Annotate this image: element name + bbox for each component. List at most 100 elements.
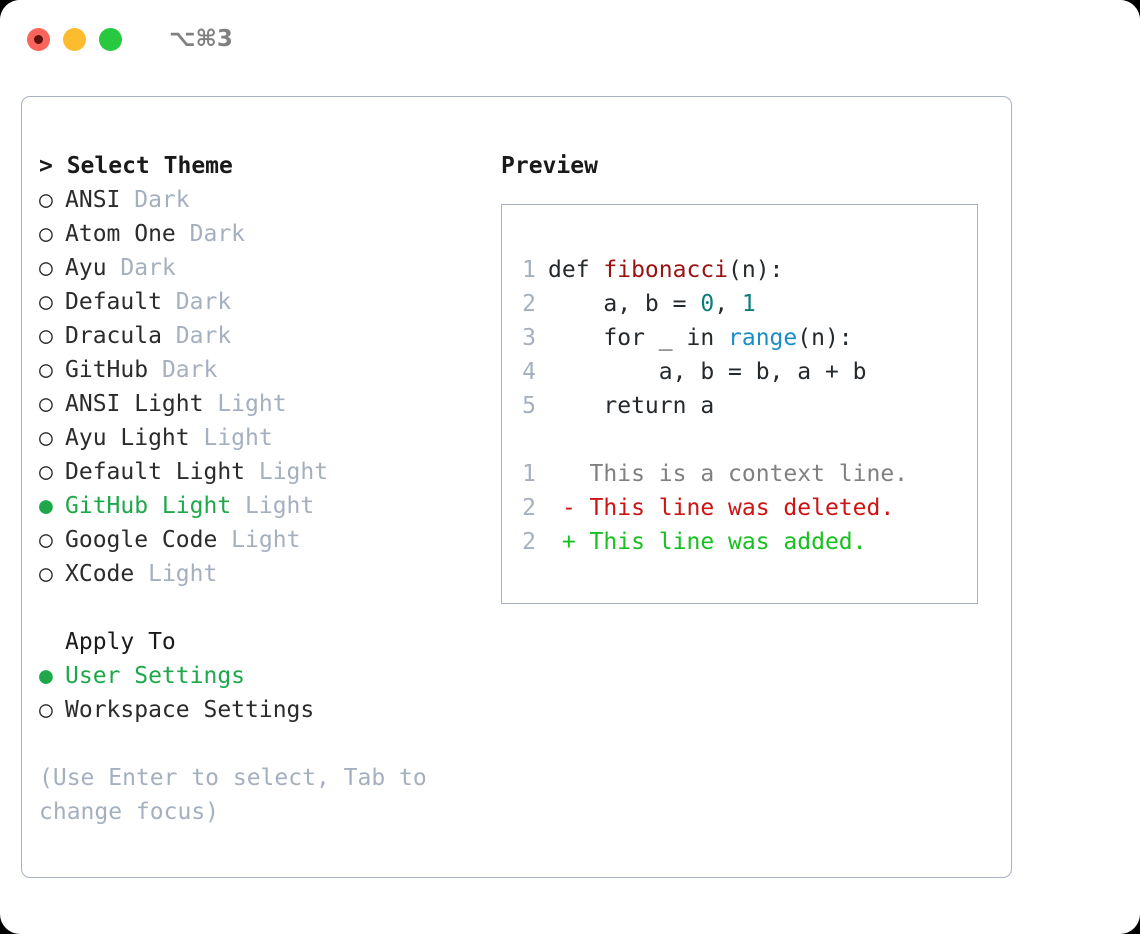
theme-option-label: ANSI bbox=[65, 187, 121, 213]
code-token: 0 bbox=[700, 291, 715, 317]
theme-option-label: Atom One bbox=[65, 221, 176, 247]
theme-option-kind: Light bbox=[203, 391, 287, 417]
diff-line-add: 2 + This line was added. bbox=[522, 525, 908, 559]
code-token: fibonacci bbox=[603, 257, 729, 283]
theme-option-kind: Light bbox=[217, 527, 301, 553]
theme-picker-column: > Select Theme ○ANSI Dark○Atom One Dark○… bbox=[39, 149, 479, 829]
theme-option-default-light[interactable]: ○ Default Light Light bbox=[39, 455, 479, 489]
diff-marker bbox=[548, 461, 590, 487]
theme-option-kind: Dark bbox=[148, 357, 218, 383]
close-dot-icon bbox=[34, 34, 43, 44]
theme-option-kind: Light bbox=[231, 493, 315, 519]
theme-option-kind: Dark bbox=[106, 255, 176, 281]
apply-to-option-user-settings[interactable]: ●User Settings bbox=[39, 659, 479, 693]
theme-option-kind: Light bbox=[189, 425, 273, 451]
theme-option-label: ANSI Light bbox=[65, 391, 204, 417]
radio-unselected-icon: ○ bbox=[39, 187, 53, 213]
window-title: ⌥⌘3 bbox=[169, 26, 233, 52]
code-line: 3 for _ in range(n): bbox=[522, 321, 867, 355]
radio-selected-icon: ● bbox=[39, 493, 53, 519]
apply-to-header: Apply To bbox=[65, 629, 176, 655]
code-line: 1 def fibonacci(n): bbox=[522, 253, 867, 287]
radio-unselected-icon: ○ bbox=[39, 255, 53, 281]
code-token: (n): bbox=[797, 325, 853, 351]
theme-option-dracula[interactable]: ○Dracula Dark bbox=[39, 319, 479, 353]
theme-option-ansi[interactable]: ○ ANSI Dark bbox=[39, 183, 479, 217]
diff-text: This line was deleted. bbox=[589, 495, 895, 521]
main-panel: > Select Theme ○ANSI Dark○Atom One Dark○… bbox=[21, 96, 1012, 878]
theme-option-label: Default bbox=[65, 289, 162, 315]
code-line: 4 a, b = b, a + b bbox=[522, 355, 867, 389]
minimize-button-icon[interactable] bbox=[63, 27, 86, 51]
theme-option-kind: Light bbox=[245, 459, 329, 485]
code-token: 1 bbox=[741, 291, 756, 317]
radio-unselected-icon: ○ bbox=[39, 357, 53, 383]
code-token: (n): bbox=[728, 257, 784, 283]
radio-unselected-icon: ○ bbox=[39, 323, 53, 349]
diff-line-del: 2 - This line was deleted. bbox=[522, 491, 908, 525]
theme-option-label: GitHub bbox=[65, 357, 149, 383]
radio-unselected-icon: ○ bbox=[39, 425, 53, 451]
keyboard-hint: (Use Enter to select, Tab to change focu… bbox=[39, 765, 427, 825]
theme-list[interactable]: ○ ANSI Dark ○ Atom One Dark ○ Ayu Dark ○ Defaul… bbox=[39, 183, 479, 591]
code-token: a, b = bbox=[548, 291, 701, 317]
diff-line-number: 2 bbox=[522, 495, 536, 521]
code-token: a, b = b, a + b bbox=[548, 359, 867, 385]
diff-text: This is a context line. bbox=[589, 461, 909, 487]
theme-option-default[interactable]: ○ Default Dark bbox=[39, 285, 479, 319]
theme-option-kind: Light bbox=[134, 561, 218, 587]
radio-unselected-icon: ○ bbox=[39, 289, 53, 315]
theme-option-kind: Dark bbox=[161, 289, 232, 315]
theme-option-ansi-light[interactable]: ○ ANSI Light Light bbox=[39, 387, 479, 421]
code-line-number: 4 bbox=[522, 359, 536, 385]
diff-marker: - bbox=[548, 495, 590, 521]
radio-unselected-icon: ○ bbox=[39, 391, 53, 417]
theme-option-label: Ayu bbox=[65, 255, 107, 281]
theme-option-github-light[interactable]: ● GitHub Light Light bbox=[39, 489, 479, 523]
code-line-number: 2 bbox=[522, 291, 536, 317]
code-line-number: 1 bbox=[522, 257, 536, 283]
code-line: 5 return a bbox=[522, 389, 867, 423]
theme-option-label: XCode bbox=[65, 561, 135, 587]
theme-option-github[interactable]: ○ GitHub Dark bbox=[39, 353, 479, 387]
code-token: for _ in bbox=[548, 325, 729, 351]
theme-option-label: Default Light bbox=[65, 459, 246, 485]
diff-line-number: 1 bbox=[522, 461, 536, 487]
close-button-icon[interactable] bbox=[27, 27, 50, 51]
title-bar: ⌥⌘3 bbox=[0, 0, 1140, 78]
apply-to-option-workspace-settings[interactable]: ○ Workspace Settings bbox=[39, 693, 479, 727]
theme-option-atom-one[interactable]: ○ Atom One Dark bbox=[39, 217, 479, 251]
zoom-button-icon[interactable] bbox=[99, 27, 122, 51]
theme-option-label: Google Code bbox=[65, 527, 218, 553]
code-token: def bbox=[548, 257, 604, 283]
theme-option-ayu-light[interactable]: ○Ayu Light Light bbox=[39, 421, 479, 455]
theme-option-label: GitHub Light bbox=[65, 493, 232, 519]
select-theme-header: > Select Theme bbox=[39, 153, 233, 179]
theme-option-xcode[interactable]: ○ XCode Light bbox=[39, 557, 479, 591]
preview-header: Preview bbox=[501, 153, 598, 179]
apply-to-option-label: Workspace Settings bbox=[65, 697, 315, 723]
traffic-light-group bbox=[27, 27, 122, 51]
diff-sample: 1 This is a context line.2 - This line w… bbox=[522, 457, 908, 559]
radio-unselected-icon: ○ bbox=[39, 221, 53, 247]
theme-option-google-code[interactable]: ○Google Code Light bbox=[39, 523, 479, 557]
radio-unselected-icon: ○ bbox=[39, 697, 53, 723]
radio-unselected-icon: ○ bbox=[39, 459, 53, 485]
diff-line-ctx: 1 This is a context line. bbox=[522, 457, 908, 491]
theme-option-label: Dracula bbox=[65, 323, 162, 349]
code-line: 2 a, b = 0, 1 bbox=[522, 287, 867, 321]
apply-to-option-label: User Settings bbox=[65, 663, 246, 689]
apply-to-list[interactable]: ●User Settings ○ Workspace Settings bbox=[39, 659, 479, 727]
diff-marker: + bbox=[548, 529, 590, 555]
radio-unselected-icon: ○ bbox=[39, 561, 53, 587]
code-token: , bbox=[714, 291, 742, 317]
theme-option-ayu[interactable]: ○ Ayu Dark bbox=[39, 251, 479, 285]
theme-option-kind: Dark bbox=[120, 187, 190, 213]
theme-option-kind: Dark bbox=[175, 221, 246, 247]
code-token: range bbox=[728, 325, 798, 351]
code-line-number: 5 bbox=[522, 393, 536, 419]
